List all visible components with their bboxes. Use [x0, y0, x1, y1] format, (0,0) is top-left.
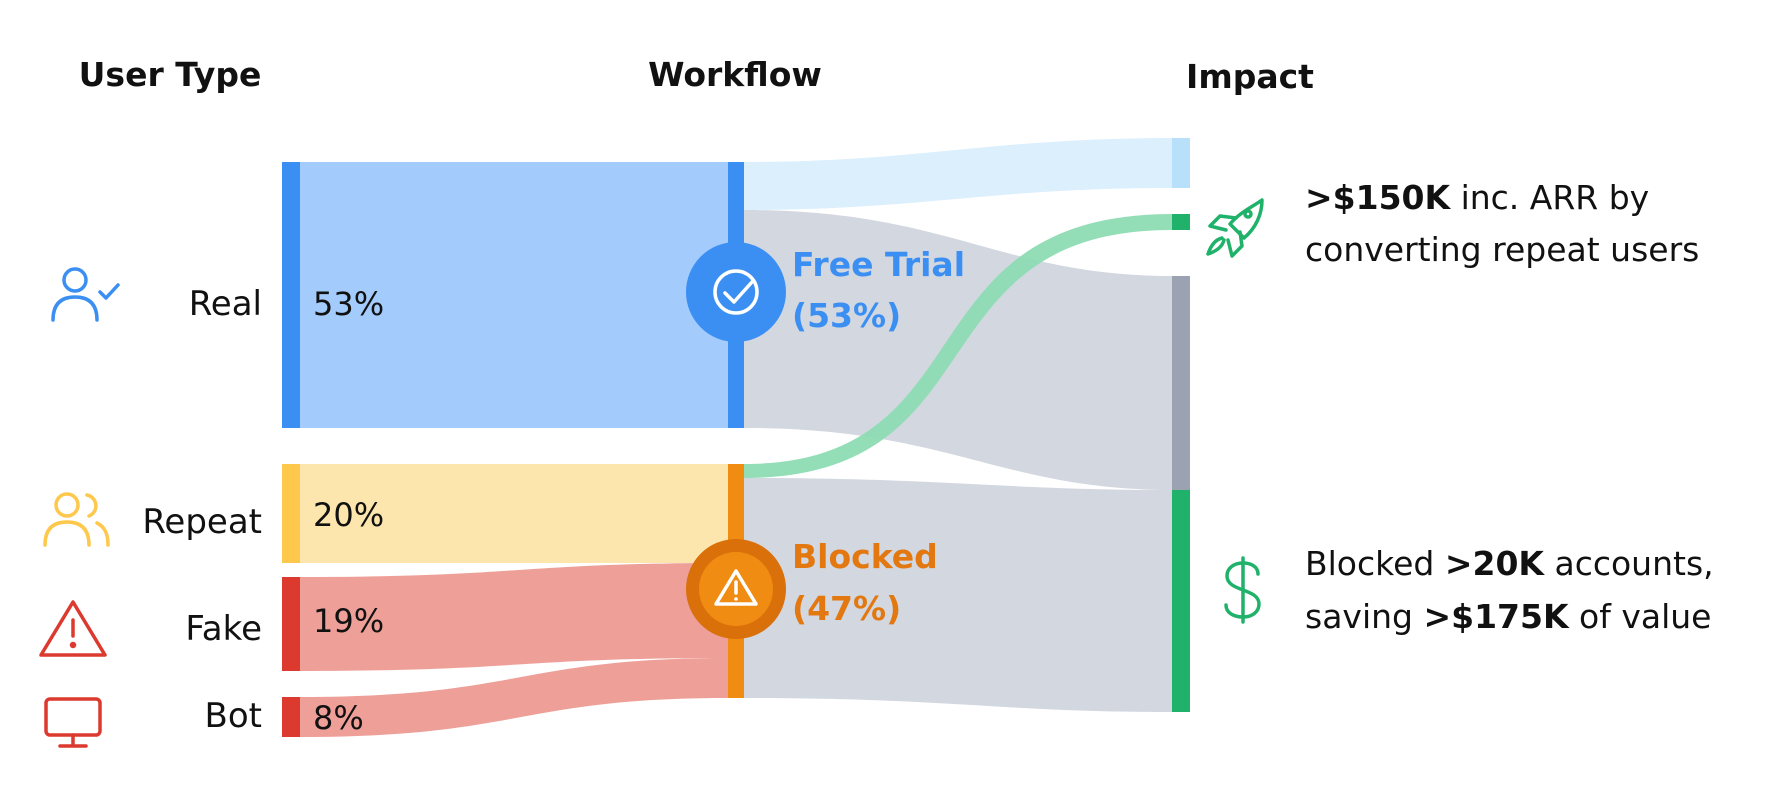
free-trial-pct: (53%)	[792, 296, 901, 335]
flow-freetrial-to-top	[744, 138, 1172, 210]
flow-repeat-to-green	[744, 214, 1172, 478]
check-circle-icon	[686, 242, 786, 342]
alert-triangle-icon	[686, 539, 786, 639]
node-fake	[282, 577, 300, 671]
flow-bot-to-blocked	[300, 658, 728, 737]
impact-arr-bold: >$150K	[1305, 178, 1451, 217]
header-impact: Impact	[1186, 57, 1314, 96]
impact-arr-rest: inc. ARR by	[1450, 178, 1649, 217]
node-impact-repeat	[1172, 214, 1190, 230]
impact-value-pre: saving	[1305, 597, 1423, 636]
impact-arr-line2: converting repeat users	[1305, 230, 1699, 269]
monitor-icon	[44, 697, 102, 748]
impact-saved-rest: accounts,	[1544, 544, 1714, 583]
impact-saved-line1: Blocked >20K accounts,	[1305, 544, 1714, 583]
flow-blocked-to-bottom	[744, 478, 1172, 712]
rocket-icon	[1206, 198, 1264, 258]
user-label-bot: Bot	[205, 696, 262, 736]
pct-real: 53%	[313, 285, 384, 323]
header-workflow: Workflow	[648, 55, 822, 94]
node-impact-top	[1172, 138, 1190, 188]
node-bot	[282, 697, 300, 737]
user-check-icon	[51, 267, 120, 322]
pct-fake: 19%	[313, 602, 384, 640]
impact-value-rest: of value	[1569, 597, 1712, 636]
free-trial-label: Free Trial	[792, 245, 965, 284]
impact-saved-line2: saving >$175K of value	[1305, 597, 1711, 636]
impact-arr-line1: >$150K inc. ARR by	[1305, 178, 1649, 217]
node-real	[282, 162, 300, 428]
node-impact-mid	[1172, 276, 1190, 490]
dollar-icon	[1224, 556, 1261, 624]
flow-fake-to-blocked	[300, 563, 728, 671]
blocked-label: Blocked	[792, 537, 938, 576]
impact-value-bold: >$175K	[1423, 597, 1569, 636]
node-impact-bottom	[1172, 490, 1190, 712]
flow-real-to-freetrial	[300, 162, 728, 428]
flow-repeat-to-blocked	[300, 464, 728, 563]
blocked-pct: (47%)	[792, 589, 901, 628]
warning-triangle-icon	[39, 600, 107, 657]
user-label-fake: Fake	[185, 609, 262, 649]
pct-repeat: 20%	[313, 496, 384, 534]
user-label-repeat: Repeat	[142, 502, 262, 542]
users-icon	[43, 492, 110, 547]
header-user-type: User Type	[79, 55, 262, 94]
node-repeat	[282, 464, 300, 563]
pct-bot: 8%	[313, 699, 364, 737]
impact-saved-bold: >20K	[1445, 544, 1546, 583]
user-label-real: Real	[189, 284, 262, 324]
impact-saved-pre: Blocked	[1305, 544, 1445, 583]
